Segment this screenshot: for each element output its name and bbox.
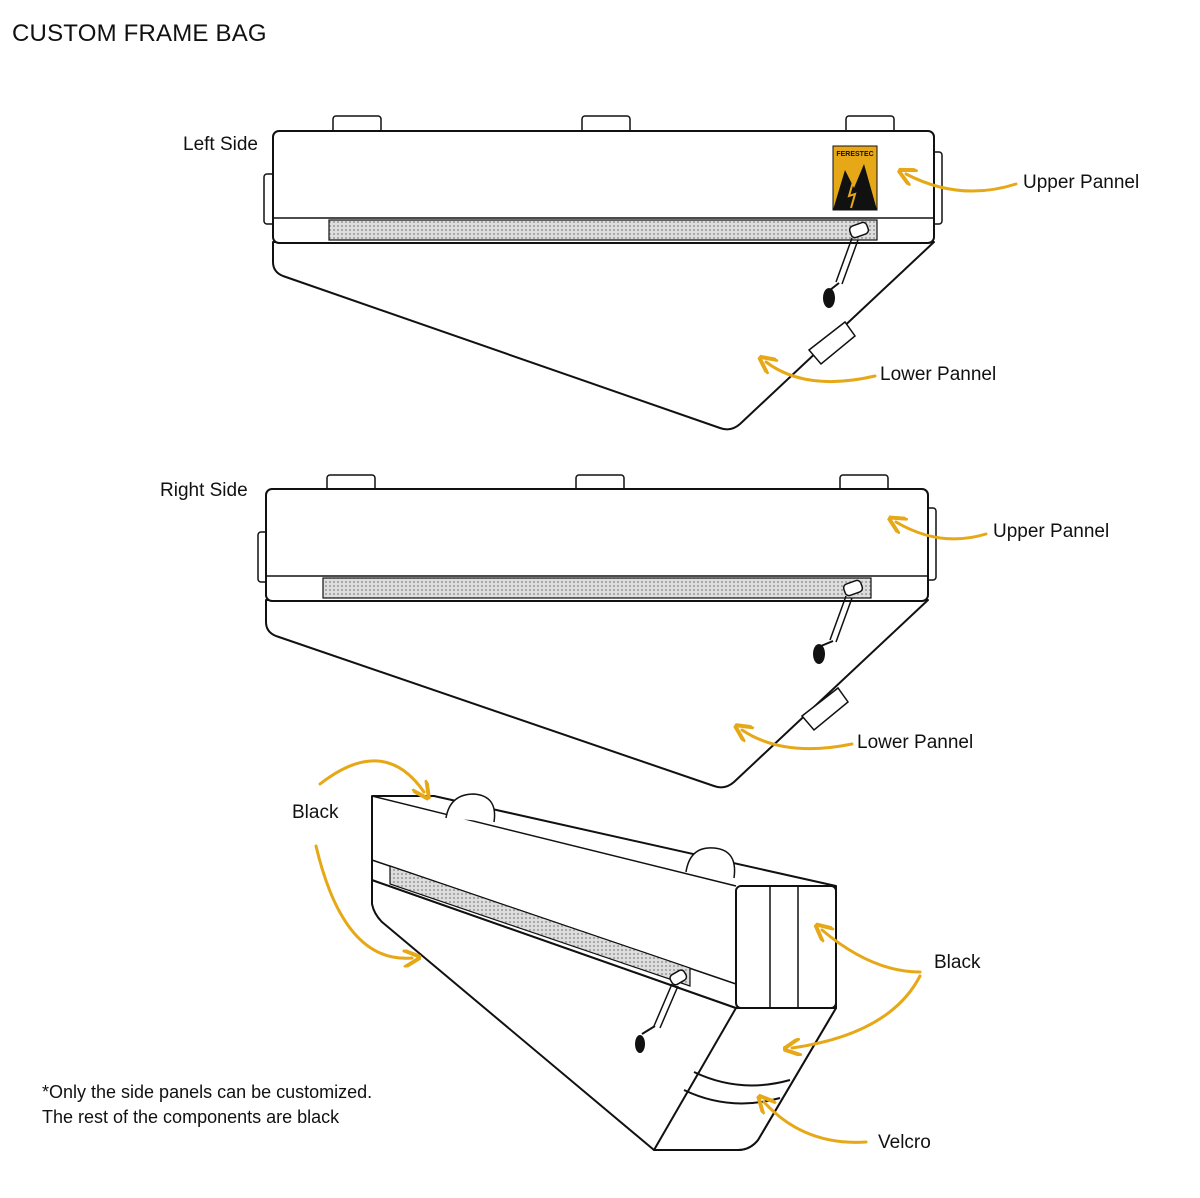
zipper-pull: [813, 579, 864, 664]
black-bottom-arrow: [792, 974, 922, 1048]
velcro-arrow: [764, 1102, 868, 1144]
perspective-view: Black Black Velcro: [292, 759, 981, 1153]
end-black-label: Black: [934, 952, 981, 973]
zipper: [322, 577, 872, 599]
black-top-arrow: [318, 759, 424, 792]
brand-logo: FERESTEC: [832, 145, 878, 211]
note-line-1: *Only the side panels can be customized.: [42, 1082, 373, 1102]
customization-note: *Only the side panels can be customized.…: [42, 1080, 372, 1130]
zipper: [389, 865, 691, 987]
upper-panel-arrow: [906, 174, 1018, 193]
black-side-arrow: [314, 844, 412, 958]
right-side-label: Right Side: [160, 480, 248, 501]
velcro-tab: [800, 686, 850, 732]
lower-panel-label: Lower Pannel: [880, 364, 996, 385]
left-side-label: Left Side: [183, 134, 258, 155]
zipper-pull: [823, 221, 870, 308]
upper-panel: [272, 130, 935, 244]
velcro-label: Velcro: [878, 1132, 931, 1153]
lower-panel: [272, 241, 935, 431]
black-end-arrow: [822, 930, 922, 974]
top-strap: [685, 847, 736, 879]
velcro-tab: [807, 320, 857, 366]
lower-panel-arrow: [766, 362, 877, 384]
lower-panel-arrow: [742, 730, 854, 751]
note-line-2: The rest of the components are black: [42, 1107, 340, 1127]
upper-panel-label: Upper Pannel: [993, 521, 1109, 542]
page-title: CUSTOM FRAME BAG: [12, 20, 267, 47]
left-side-view: FERESTEC Left Side Upper Pannel Lower Pa…: [183, 115, 1139, 431]
zipper: [328, 219, 878, 241]
upper-panel-label: Upper Pannel: [1023, 172, 1139, 193]
right-side-view: Right Side Upper Pannel Lower Pannel: [160, 474, 1109, 789]
upper-body: [371, 795, 837, 1009]
velcro-strap: [693, 1071, 791, 1087]
lower-panel-label: Lower Pannel: [857, 732, 973, 753]
upper-panel: [265, 488, 929, 602]
upper-panel-arrow: [896, 522, 988, 541]
svg-text:FERESTEC: FERESTEC: [836, 151, 873, 158]
zipper-pull: [635, 969, 688, 1053]
top-strap: [445, 793, 496, 823]
lower-panel: [265, 599, 929, 789]
top-black-label: Black: [292, 802, 339, 823]
end-cap: [735, 885, 837, 1009]
